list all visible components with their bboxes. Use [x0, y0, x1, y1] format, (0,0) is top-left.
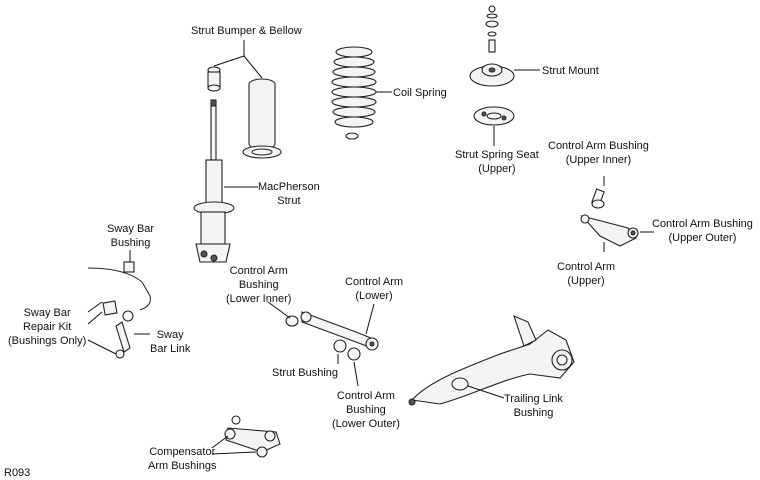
- label-strut-bumper-bellow: Strut Bumper & Bellow: [191, 25, 302, 37]
- label-sway-bar-repair-kit: Sway Bar Repair Kit (Bushings Only): [8, 307, 87, 347]
- label-control-arm-lower: Control Arm (Lower): [345, 276, 404, 302]
- strut-mount-part: [469, 5, 515, 87]
- trailing-link-part: [408, 315, 575, 406]
- control-arm-upper-part: [580, 188, 639, 247]
- label-control-arm-bushing-upper-outer: Control Arm Bushing (Upper Outer): [652, 218, 753, 244]
- coil-spring-part: [331, 46, 377, 140]
- strut-spring-seat-part: [473, 106, 515, 126]
- label-sway-bar-link: Sway Bar Link: [150, 329, 191, 355]
- label-strut-mount: Strut Mount: [542, 65, 599, 77]
- label-trailing-link-bushing: Trailing Link Bushing: [504, 393, 563, 419]
- control-arm-lower-part: [285, 311, 379, 361]
- figure-code: R093: [4, 467, 31, 479]
- label-strut-spring-seat: Strut Spring Seat (Upper): [455, 149, 539, 175]
- label-strut-bushing: Strut Bushing: [272, 367, 339, 379]
- label-control-arm-upper: Control Arm (Upper): [557, 261, 616, 287]
- label-control-arm-bushing-lower-outer: Control Arm Bushing (Lower Outer): [332, 390, 400, 430]
- label-control-arm-bushing-upper-inner: Control Arm Bushing (Upper Inner): [548, 140, 649, 166]
- label-control-arm-bushing-lower-inner: Control Arm Bushing (Lower Inner): [226, 265, 292, 305]
- macpherson-strut-part: [193, 99, 235, 263]
- strut-bumper-part: [207, 66, 221, 92]
- label-coil-spring: Coil Spring: [393, 87, 447, 99]
- compensator-arm-part: [224, 415, 281, 458]
- label-macpherson-strut: MacPherson Strut: [258, 181, 320, 207]
- sway-bar-part: [87, 261, 151, 359]
- label-compensator-arm-bushings: Compensator Arm Bushings: [148, 446, 217, 472]
- label-sway-bar-bushing: Sway Bar Bushing: [107, 223, 155, 249]
- bellow-part: [242, 78, 282, 159]
